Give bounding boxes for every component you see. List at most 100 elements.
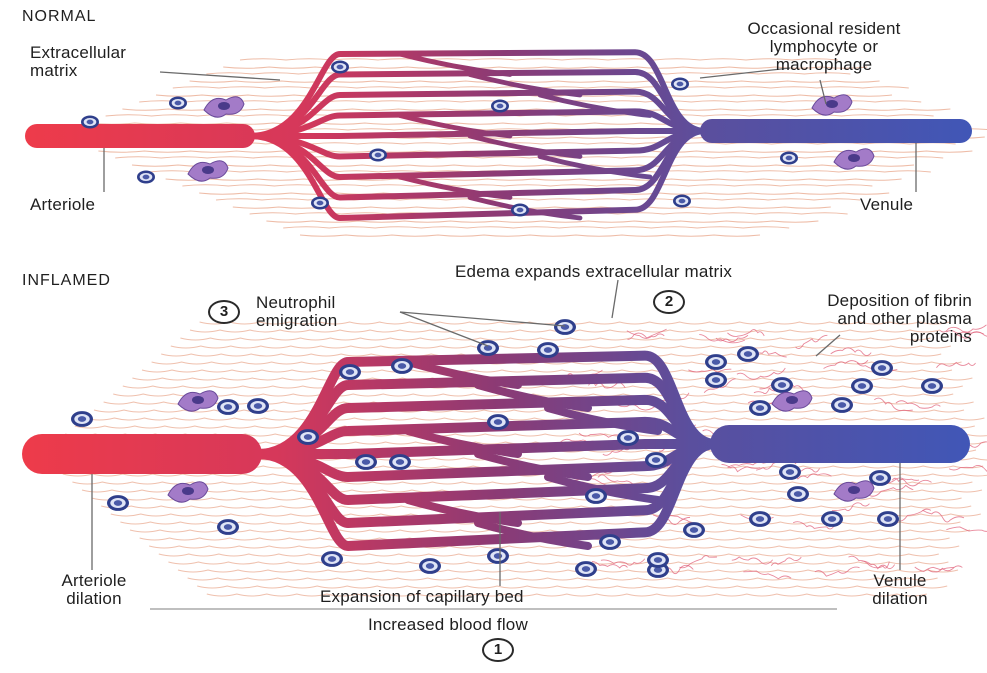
- neutrophil-cell-nucleus: [653, 557, 663, 563]
- neutrophil-cell-nucleus: [581, 566, 591, 572]
- fibrin-strand: [955, 331, 987, 339]
- neutrophil-cell-nucleus: [927, 383, 937, 389]
- neutrophil-cell-nucleus: [483, 345, 493, 351]
- matrix-fiber: [239, 58, 839, 61]
- matrix-fiber: [197, 585, 948, 589]
- matrix-fiber: [141, 369, 953, 373]
- matrix-fiber: [177, 569, 959, 573]
- matrix-fiber: [266, 220, 819, 223]
- matrix-fiber: [170, 345, 951, 349]
- matrix-fiber: [151, 361, 962, 365]
- fibrin-strand: [721, 464, 761, 473]
- capillary-vessel: [247, 108, 708, 139]
- leader-resident-cell-a: [699, 67, 791, 79]
- capillary-vessel: [474, 450, 592, 481]
- fibrin-strand: [946, 324, 987, 334]
- matrix-fiber: [91, 497, 962, 501]
- fibrin-strand: [736, 367, 786, 380]
- matrix-fiber: [120, 521, 961, 525]
- fibrin-strand: [874, 397, 913, 412]
- macrophage-nucleus: [826, 100, 838, 108]
- fibrin-strand: [743, 570, 792, 580]
- fibrin-strand: [578, 432, 619, 438]
- capillary-vessel: [404, 427, 522, 458]
- normal-heading: NORMAL: [22, 8, 97, 25]
- venule-dilation-label: Venule dilation: [872, 571, 928, 608]
- neutrophil-cell-nucleus: [113, 500, 123, 506]
- resident-cell-nucleus: [86, 119, 94, 125]
- neutrophil-cell-nucleus: [560, 324, 570, 330]
- edema-label: Edema expands extracellular matrix: [455, 262, 733, 281]
- neutrophil-cell-nucleus: [827, 516, 837, 522]
- neutrophil-cell-nucleus: [875, 475, 885, 481]
- neutrophil-cell-nucleus: [883, 516, 893, 522]
- inflamed-heading: INFLAMED: [22, 272, 111, 289]
- neutrophil-cell-nucleus: [345, 369, 355, 375]
- capillary-vessel: [537, 92, 653, 118]
- normal-arteriole-trunk: [25, 124, 255, 148]
- matrix-fiber: [113, 393, 954, 397]
- capillary-expansion-label: Expansion of capillary bed: [320, 587, 524, 606]
- fibrin-strand: [679, 555, 718, 569]
- neutrophil-cell-nucleus: [651, 457, 661, 463]
- fibrin-strand: [699, 334, 746, 344]
- extracellular-matrix-label: Extracellular matrix: [30, 43, 127, 80]
- capillary-vessel: [247, 128, 708, 222]
- capillary-vessel: [537, 154, 653, 180]
- neutrophil-cell-nucleus: [493, 553, 503, 559]
- neutrophil-cell-nucleus: [857, 383, 867, 389]
- matrix-fiber: [105, 114, 934, 117]
- arteriole-dilation-label: Arteriole dilation: [61, 571, 127, 608]
- capillary-vessel: [397, 174, 513, 200]
- leader-lines: [91, 67, 917, 610]
- capillary-vessel: [404, 358, 522, 389]
- neutrophil-cell-nucleus: [425, 563, 435, 569]
- neutrophil-cell-nucleus: [837, 402, 847, 408]
- resident-cell-nucleus: [174, 100, 182, 106]
- leader-resident-cell-b: [819, 79, 827, 105]
- capillary-vessel: [397, 51, 513, 77]
- normal-vessel-network: [25, 119, 972, 148]
- macrophage-nucleus: [848, 486, 860, 494]
- normal-capillary-bed: [247, 49, 708, 222]
- neutrophil-cell-nucleus: [653, 567, 663, 573]
- fibrin-strand: [914, 566, 954, 572]
- fibrin-strand: [795, 334, 828, 349]
- resident-cell-nucleus: [516, 207, 524, 213]
- matrix-fiber: [189, 80, 880, 83]
- resident-cell-nucleus: [316, 200, 324, 206]
- capillary-vessel: [247, 128, 708, 181]
- resident-cell-nucleus: [676, 81, 684, 87]
- venule-label: Venule: [860, 195, 914, 214]
- neutrophil-cell-nucleus: [303, 434, 313, 440]
- matrix-fiber: [62, 473, 987, 477]
- neutrophil-cell-nucleus: [711, 359, 721, 365]
- neutrophil-cell-nucleus: [785, 469, 795, 475]
- resident-cell-nucleus: [336, 64, 344, 70]
- macrophage-nucleus: [218, 102, 230, 110]
- matrix-fiber: [165, 178, 902, 181]
- matrix-fiber: [122, 385, 963, 389]
- fibrin-strand: [823, 360, 869, 369]
- neutrophil-emigration-label: Neutrophil emigration: [256, 293, 338, 330]
- resident-cell-nucleus: [142, 174, 150, 180]
- matrix-fiber: [84, 417, 985, 421]
- fibrin-strand: [869, 484, 914, 497]
- fibrin-strand: [948, 465, 987, 472]
- matrix-fiber: [139, 100, 922, 103]
- matrix-fiber: [101, 505, 972, 509]
- matrix-fiber: [299, 234, 761, 237]
- neutrophil-cell-nucleus: [493, 419, 503, 425]
- matrix-fiber: [72, 481, 973, 485]
- fibrin-strand: [770, 556, 802, 567]
- neutrophil-cell-nucleus: [223, 524, 233, 530]
- macrophage-nucleus: [786, 396, 798, 404]
- macrophage-nucleus: [192, 396, 204, 404]
- matrix-fiber: [168, 561, 949, 565]
- fibrin-strand: [927, 565, 963, 573]
- fibrin-strand: [731, 556, 774, 565]
- neutrophil-cell-nucleus: [777, 382, 787, 388]
- capillary-vessel: [253, 439, 720, 552]
- capillary-vessel: [247, 128, 708, 160]
- arteriole-label: Arteriole: [30, 195, 96, 214]
